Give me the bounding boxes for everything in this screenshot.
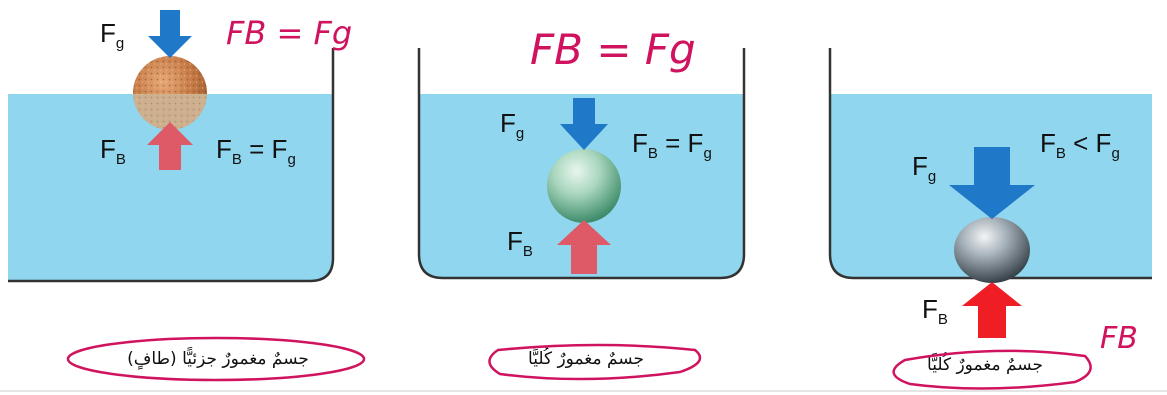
buoyant-force-label: FB <box>922 294 948 328</box>
water-body <box>8 94 333 281</box>
caption-circle <box>892 349 1092 390</box>
caption-circle <box>488 343 702 381</box>
force-relation: FB = Fg <box>632 128 712 162</box>
force-relation: FB < Fg <box>1040 128 1120 162</box>
panel-fully-submerged-neutral: Fg FB FB = Fg FB = Fg جسمٌ مغمورٌ كُليًّ… <box>417 25 746 381</box>
green-ball-icon <box>547 149 621 223</box>
gravity-force-arrow <box>949 147 1035 219</box>
caption: جسمٌ مغمورٌ كُليًّا <box>528 346 644 369</box>
caption: جسمٌ مغمورٌ كُليًّا <box>927 352 1043 375</box>
caption-circle <box>66 336 366 382</box>
buoyant-force-label: FB <box>507 226 533 260</box>
buoyant-force-arrow <box>147 122 193 170</box>
gravity-force-label: Fg <box>912 151 936 185</box>
container-outline <box>417 48 746 280</box>
buoyant-force-label: FB <box>100 134 126 168</box>
buoyant-force-arrow <box>557 220 611 274</box>
handwritten-annotation: FB = Fg <box>530 25 696 74</box>
gravity-force-arrow <box>148 10 192 58</box>
buoyant-force-arrow <box>962 282 1022 338</box>
gravity-force-arrow <box>560 98 608 150</box>
gravity-force-label: Fg <box>100 18 124 52</box>
gravity-force-label: Fg <box>500 108 524 142</box>
panel-fully-submerged-sinking: Fg FB FB < Fg FB جسمٌ مغمورٌ كُليًّا <box>828 48 1152 390</box>
sponge-ball-icon <box>133 56 207 130</box>
metal-ball-icon <box>954 217 1030 283</box>
force-relation: FB = Fg <box>216 134 296 168</box>
panel-partially-submerged: Fg FB FB = Fg FB = Fg جسمٌ مغمورٌ جزئيًّ… <box>8 10 366 382</box>
handwritten-annotation: FB = Fg <box>226 14 352 52</box>
handwritten-annotation: FB <box>1100 321 1138 356</box>
caption: جسمٌ مغمورٌ جزئيًّا (طافٍ) <box>127 347 309 371</box>
container-outline <box>828 48 1152 280</box>
container-outline <box>8 48 335 283</box>
